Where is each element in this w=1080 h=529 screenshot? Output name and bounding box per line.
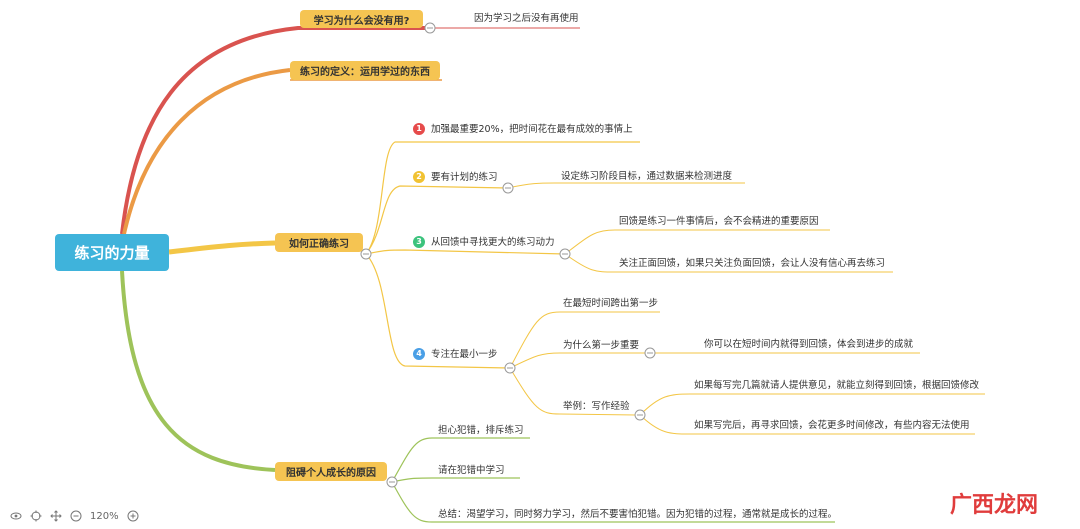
zoom-in-icon[interactable]	[127, 510, 139, 522]
item-3-child-2[interactable]: 关注正面回馈，如果只关注负面回馈，会让人没有信心再去练习	[619, 258, 886, 269]
item-1-number: 1	[413, 123, 425, 135]
item-4-child-1[interactable]: 在最短时间跨出第一步	[563, 298, 659, 309]
branch-2-connector	[122, 68, 291, 235]
branch-3-connector	[168, 240, 276, 255]
root-topic[interactable]: 练习的力量	[55, 234, 169, 271]
branch-4-connector	[120, 270, 276, 472]
zoom-out-icon[interactable]	[70, 510, 82, 522]
zoom-toolbar: 120%	[0, 503, 162, 529]
branch-4-child-2[interactable]: 请在犯错中学习	[438, 465, 505, 476]
branch-1-child[interactable]: 因为学习之后没有再使用	[474, 13, 579, 24]
item-2-child[interactable]: 设定练习阶段目标，通过数据来检测进度	[561, 171, 733, 182]
watermark-text: 广西龙网	[950, 493, 1039, 518]
branch-2-title[interactable]: 练习的定义：运用学过的东西	[290, 61, 440, 80]
item-4-child-2[interactable]: 为什么第一步重要	[563, 340, 640, 351]
branch-1-title[interactable]: 学习为什么会没有用?	[300, 10, 423, 28]
move-icon[interactable]	[50, 510, 62, 522]
item-4-number: 4	[413, 348, 425, 360]
branch-4-child-3[interactable]: 总结：渴望学习，同时努力学习，然后不要害怕犯错。因为犯错的过程，通常就是成长的过…	[438, 509, 838, 520]
item-4-text[interactable]: 专注在最小一步	[431, 349, 498, 360]
item-4-child-3[interactable]: 举例：写作经验	[563, 401, 630, 412]
item-4-child-3-sub-1[interactable]: 如果每写完几篇就请人提供意见，就能立刻得到回馈，根据回馈修改	[694, 380, 980, 391]
item-1-text[interactable]: 加强最重要20%，把时间花在最有成效的事情上	[431, 124, 633, 135]
item-3-text[interactable]: 从回馈中寻找更大的练习动力	[431, 237, 555, 248]
item-3-number: 3	[413, 236, 425, 248]
item-4-child-3-sub-2[interactable]: 如果写完后，再寻求回馈，会花更多时间修改，有些内容无法使用	[694, 420, 970, 431]
branch-4-title[interactable]: 阻碍个人成长的原因	[275, 462, 387, 481]
locate-icon[interactable]	[30, 510, 42, 522]
item-2-text[interactable]: 要有计划的练习	[431, 172, 498, 183]
branch-4-child-1[interactable]: 担心犯错，排斥练习	[438, 425, 524, 436]
item-2-number: 2	[413, 171, 425, 183]
eye-icon[interactable]	[10, 510, 22, 522]
branch-3-title[interactable]: 如何正确练习	[275, 233, 363, 252]
item-3-child-1[interactable]: 回馈是练习一件事情后，会不会精进的重要原因	[619, 216, 819, 227]
item-4-child-2-sub[interactable]: 你可以在短时间内就得到回馈，体会到进步的成就	[704, 339, 914, 350]
branch-1-connector	[120, 26, 430, 235]
zoom-level: 120%	[90, 510, 119, 522]
